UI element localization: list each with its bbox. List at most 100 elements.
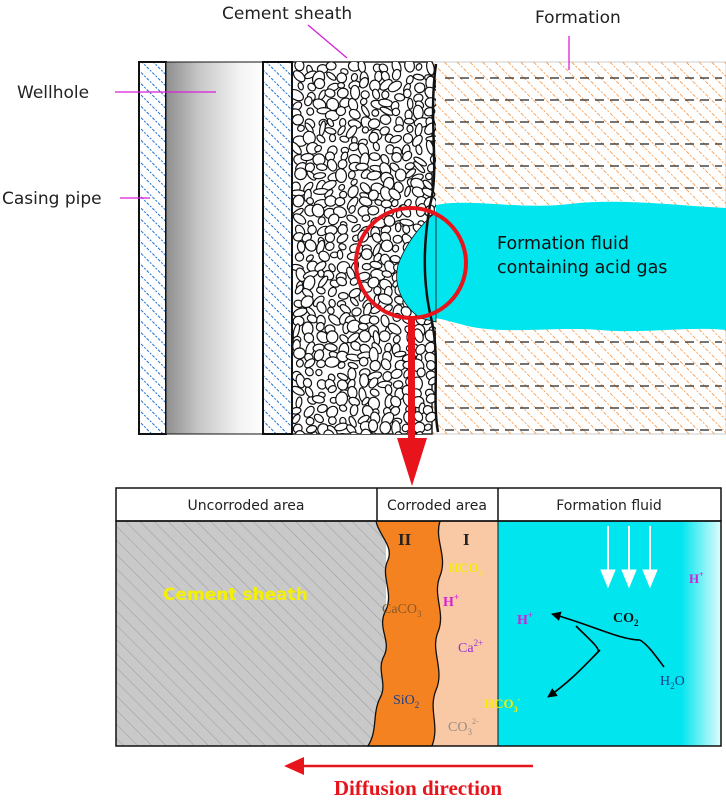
casing-pipe-label: Casing pipe: [2, 189, 102, 209]
cement-pebble: [292, 194, 305, 208]
cement-formation-interface: [423, 63, 440, 433]
cement-pebble: [413, 431, 424, 434]
cement-pebble: [316, 403, 328, 414]
cement-pebble: [326, 71, 337, 81]
cement-pebble: [411, 186, 425, 198]
zone-ii-label: II: [398, 530, 412, 549]
formation-label: Formation: [535, 8, 621, 28]
cement-pebble: [390, 368, 403, 380]
cement-pebble: [357, 322, 369, 331]
cement-pebble: [305, 416, 315, 426]
cement-pebble: [304, 239, 317, 252]
cement-pebble: [338, 243, 347, 251]
cement-pebble: [295, 430, 306, 434]
cement-pebble: [318, 250, 330, 262]
acid-gas-label: containing acid gas: [497, 258, 667, 278]
cement-pebble: [339, 304, 352, 315]
cement-pebble: [324, 88, 336, 98]
cement-pebble: [313, 349, 325, 362]
cement-pebble: [303, 405, 315, 418]
cement-pebble: [393, 350, 407, 358]
cement-pebble: [392, 234, 403, 244]
formation-fluid-body: [432, 201, 726, 332]
h-fluid-right-label: H+: [689, 570, 704, 586]
cement-pebble: [379, 126, 390, 136]
cement-pebble: [337, 125, 346, 136]
cement-pebble: [313, 413, 324, 424]
reaction-connector: [575, 625, 665, 668]
cement-pebble: [423, 423, 432, 431]
cement-pebble: [426, 62, 435, 76]
cement-pebble: [415, 343, 427, 356]
cement-pebble: [306, 197, 315, 205]
cement-pebble: [368, 377, 379, 389]
cement-pebble: [336, 379, 349, 391]
cement-pebble: [311, 203, 325, 218]
zone-i-region: [432, 521, 498, 746]
cement-pebble: [305, 254, 314, 262]
zone-ii-region: [366, 520, 444, 747]
cement-pebble: [317, 216, 326, 226]
cement-pebble: [366, 170, 382, 181]
cement-pebble: [368, 152, 381, 162]
cement-pebble: [414, 82, 426, 94]
cement-pebble: [338, 183, 346, 191]
cement-pebble: [306, 431, 318, 434]
cement-pebble: [379, 421, 392, 434]
cement-pebble: [334, 196, 346, 207]
header-row: [115, 487, 722, 522]
zone-i-label: I: [463, 530, 470, 549]
header-corroded: Corroded area: [387, 498, 487, 514]
cement-pebble: [326, 97, 340, 112]
cement-pebble: [367, 118, 381, 130]
header-uncorroded: Uncorroded area: [188, 498, 305, 514]
cement-pebble: [406, 97, 414, 110]
cement-pebble: [360, 428, 372, 434]
cement-pebble: [416, 367, 426, 378]
cement-pebble: [361, 396, 370, 406]
cement-pebble: [403, 117, 415, 125]
cement-pebble: [326, 118, 335, 128]
caco3-label: CaCO3: [382, 602, 422, 619]
cement-pebble: [324, 127, 337, 135]
sio2-label: SiO2: [393, 693, 419, 710]
cement-pebble: [304, 367, 314, 377]
cement-pebble: [328, 263, 336, 273]
cement-pebble: [295, 358, 304, 368]
cement-sheath-zoom-label: Cement sheath: [163, 585, 308, 605]
cement-pebble: [297, 81, 304, 91]
cement-pebble: [380, 199, 393, 209]
cement-pebble: [351, 307, 362, 317]
cement-pebble: [372, 141, 380, 152]
cement-pebble: [314, 144, 323, 153]
cement-pebble: [372, 242, 382, 257]
cement-pebble: [368, 432, 378, 434]
cement-pebble: [324, 232, 336, 243]
cement-pebble: [355, 162, 369, 171]
cement-pebble: [327, 286, 337, 298]
cement-pebble: [422, 179, 433, 190]
cement-pebble: [306, 107, 315, 116]
cement-pebble: [368, 131, 380, 144]
cement-pebble: [358, 356, 369, 367]
cement-pebble: [371, 232, 382, 243]
cement-pebble: [391, 244, 400, 253]
hco3-fluid-label: HCO3-: [484, 695, 521, 714]
cement-pebble: [328, 133, 337, 143]
cement-pebble: [383, 215, 396, 227]
h2o-label: H2O: [660, 674, 685, 691]
cement-pebble: [387, 322, 402, 335]
cement-pebble: [336, 233, 349, 244]
cement-pebble: [404, 185, 412, 198]
cement-pebble: [312, 98, 327, 111]
cement-pebble: [359, 373, 370, 388]
cement-pebble: [303, 96, 313, 107]
cement-pebble: [292, 347, 306, 360]
cement-pebble: [336, 72, 348, 84]
ca2-label: Ca2+: [458, 638, 483, 656]
cement-pebble: [360, 248, 373, 261]
cement-pebble: [347, 170, 356, 180]
reaction-arrow-h: [551, 611, 641, 641]
cement-pebble: [324, 356, 340, 368]
cement-pebble: [404, 62, 415, 73]
